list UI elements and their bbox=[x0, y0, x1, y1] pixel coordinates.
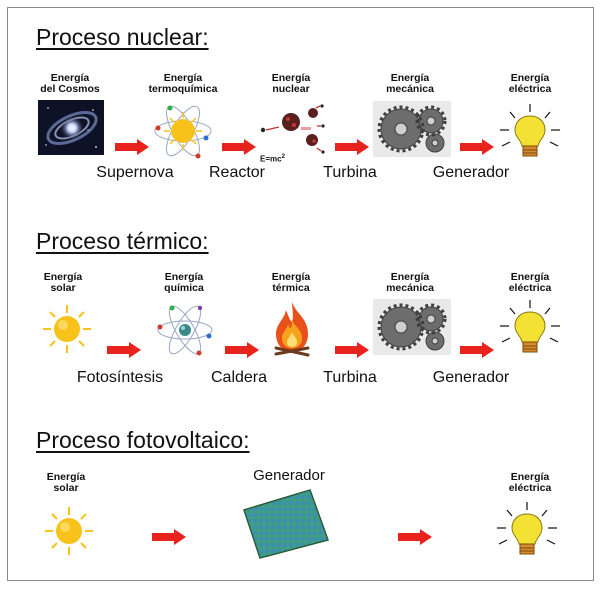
arrow-right-icon bbox=[107, 342, 141, 358]
process-label-turbina-2: Turbina bbox=[323, 369, 377, 386]
formula-emc2: E=mc2 bbox=[260, 154, 285, 164]
process-label-turbina: Turbina bbox=[323, 164, 377, 181]
arrow-right-icon bbox=[222, 139, 256, 155]
energy-label-electrica: Energía eléctrica bbox=[508, 72, 552, 95]
process-label-generador-2: Generador bbox=[432, 369, 510, 386]
arrow-right-icon bbox=[460, 342, 494, 358]
energy-label-electrica-2: Energía eléctrica bbox=[508, 271, 552, 294]
figure-frame bbox=[7, 7, 594, 581]
energy-label-termoquimica: Energía termoquímica bbox=[148, 72, 218, 95]
lightbulb-icon bbox=[500, 104, 560, 157]
section-title-nuclear: Proceso nuclear: bbox=[36, 24, 209, 50]
section-title-fotovoltaico: Proceso fotovoltaico: bbox=[36, 427, 250, 453]
arrow-right-icon bbox=[152, 529, 186, 545]
energy-label-mecanica: Energía mecánica bbox=[386, 72, 434, 95]
process-label-caldera: Caldera bbox=[210, 369, 268, 386]
generator-label: Generador bbox=[253, 467, 325, 484]
process-label-reactor: Reactor bbox=[208, 164, 266, 181]
arrow-right-icon bbox=[225, 342, 259, 358]
arrow-right-icon bbox=[398, 529, 432, 545]
sun-icon bbox=[43, 305, 91, 353]
sun-icon bbox=[45, 507, 93, 555]
energy-label-nuclear: Energía nuclear bbox=[271, 72, 311, 95]
lightbulb-icon bbox=[500, 300, 560, 353]
gears-icon bbox=[373, 101, 451, 157]
arrow-right-icon bbox=[335, 139, 369, 155]
lightbulb-icon bbox=[497, 502, 557, 555]
energy-label-electrica-3: Energía eléctrica bbox=[508, 471, 552, 494]
energy-label-quimica: Energía química bbox=[164, 271, 204, 294]
galaxy-icon bbox=[38, 100, 104, 155]
process-label-fotosintesis: Fotosíntesis bbox=[76, 369, 164, 386]
solar-panel-icon bbox=[243, 489, 329, 559]
arrow-right-icon bbox=[115, 139, 149, 155]
process-label-generador: Generador bbox=[432, 164, 510, 181]
gears-icon bbox=[373, 299, 451, 355]
atom-icon bbox=[157, 305, 213, 356]
process-label-supernova: Supernova bbox=[96, 164, 174, 181]
section-title-termico: Proceso térmico: bbox=[36, 228, 209, 254]
energy-label-solar-3: Energía solar bbox=[46, 471, 86, 494]
energy-label-solar: Energía solar bbox=[43, 271, 83, 294]
fire-icon bbox=[274, 302, 310, 357]
energy-label-cosmos: Energía del Cosmos bbox=[40, 72, 100, 95]
arrow-right-icon bbox=[460, 139, 494, 155]
nuclear-fission-icon bbox=[260, 104, 325, 154]
sun-atom-icon bbox=[154, 105, 212, 159]
arrow-right-icon bbox=[335, 342, 369, 358]
energy-label-mecanica-2: Energía mecánica bbox=[386, 271, 434, 294]
energy-label-termica: Energía térmica bbox=[271, 271, 311, 294]
